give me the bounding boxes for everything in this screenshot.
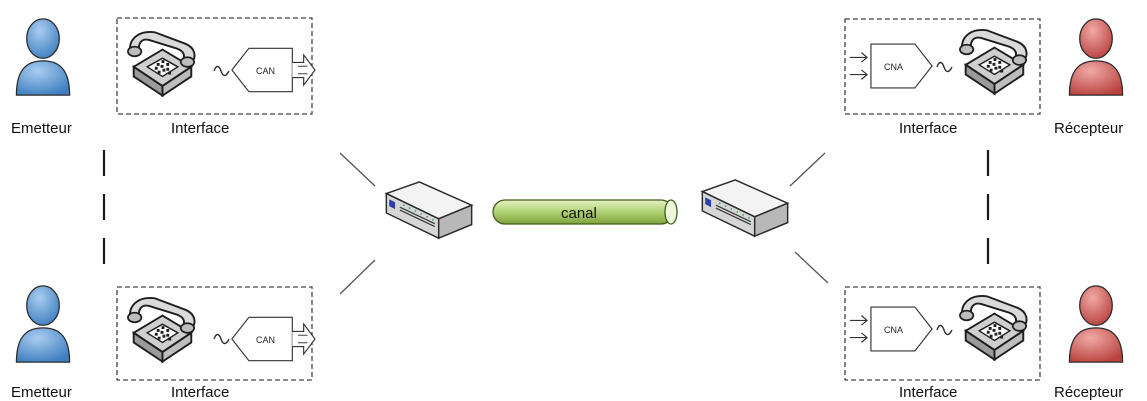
interface-label: Interface [171, 384, 229, 401]
sine-wave-icon [936, 324, 953, 336]
converter-label: CNA [884, 325, 903, 335]
channel-label: canal [561, 205, 597, 222]
person-icon [15, 18, 71, 96]
can-converter: CAN [231, 316, 316, 362]
link-top-right [789, 152, 826, 187]
cna-converter: CNA [849, 43, 933, 89]
link-bottom-left [339, 259, 376, 295]
connection-lines [339, 152, 829, 295]
link-bottom-right [794, 251, 829, 284]
telephone-icon [126, 31, 196, 97]
sender-bottom: Emetteur [11, 285, 72, 401]
converter-label: CAN [256, 335, 275, 345]
person-icon [1068, 285, 1124, 363]
link-top-left [339, 152, 376, 187]
sender-label: Emetteur [11, 384, 72, 401]
converter-label: CAN [256, 66, 275, 76]
telephone-icon [958, 295, 1028, 361]
interface-box-top-right: CNA Interface [844, 18, 1041, 137]
sine-wave-icon [213, 65, 230, 77]
sine-wave-icon [936, 61, 953, 73]
sine-wave-icon [213, 333, 230, 345]
receiver-bottom: Récepteur [1054, 285, 1124, 401]
dashed-separators [102, 150, 990, 276]
can-converter: CAN [231, 47, 316, 93]
converter-label: CNA [884, 62, 903, 72]
person-icon [1068, 18, 1124, 96]
sender-top: Emetteur [11, 18, 72, 137]
interface-box-bottom-left: CAN Interface [116, 286, 316, 401]
receiver-top: Récepteur [1054, 18, 1124, 137]
cna-converter: CNA [849, 306, 933, 352]
interface-label: Interface [171, 120, 229, 137]
interface-box-bottom-right: CNA Interface [844, 286, 1041, 401]
interface-label: Interface [899, 120, 957, 137]
telephone-icon [126, 297, 196, 363]
interface-label: Interface [899, 384, 957, 401]
left-switch-icon [385, 181, 473, 239]
telephone-icon [958, 29, 1028, 95]
interface-box-top-left: CAN Interface [116, 17, 316, 137]
right-switch-icon [701, 179, 789, 237]
channel-tube: canal [492, 199, 678, 225]
person-icon [15, 285, 71, 363]
sender-label: Emetteur [11, 120, 72, 137]
receiver-label: Récepteur [1054, 384, 1123, 401]
receiver-label: Récepteur [1054, 120, 1123, 137]
